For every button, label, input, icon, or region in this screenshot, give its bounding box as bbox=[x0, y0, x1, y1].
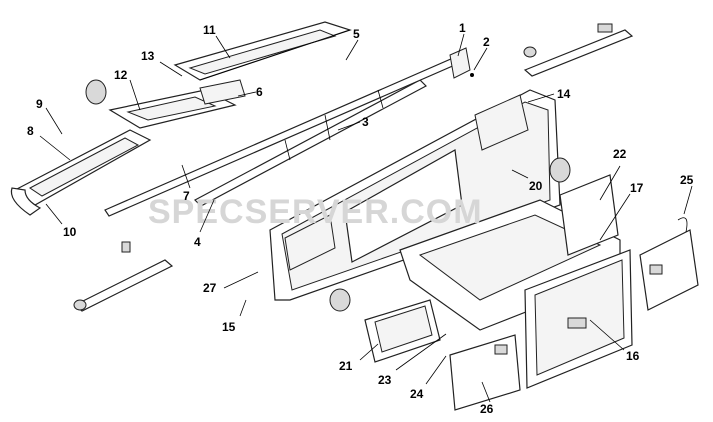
callout-7: 7 bbox=[181, 164, 191, 203]
callout-24: 24 bbox=[410, 355, 447, 401]
callout-label-24: 24 bbox=[410, 387, 424, 401]
callout-15: 15 bbox=[222, 299, 247, 334]
callout-label-15: 15 bbox=[222, 320, 236, 334]
callout-23: 23 bbox=[378, 333, 447, 387]
part-26-small-access-door bbox=[449, 334, 521, 411]
watermark-text: SPECSERVER.COM bbox=[148, 193, 483, 231]
callout-label-22: 22 bbox=[613, 147, 627, 161]
callout-label-6: 6 bbox=[256, 85, 263, 99]
trim-strip-upper-right bbox=[523, 23, 634, 77]
callout-label-2: 2 bbox=[483, 35, 490, 49]
part-3-support-rail bbox=[104, 54, 465, 217]
callout-label-14: 14 bbox=[557, 87, 571, 101]
part-11-upper-trim-panel bbox=[173, 21, 352, 81]
callout-label-3: 3 bbox=[362, 115, 369, 129]
callout-label-12: 12 bbox=[114, 68, 128, 82]
callout-14: 14 bbox=[527, 87, 571, 103]
callout-label-1: 1 bbox=[459, 21, 466, 35]
callout-20: 20 bbox=[511, 169, 543, 193]
callout-10: 10 bbox=[45, 203, 77, 239]
part-8-side-trim-panel bbox=[10, 129, 152, 216]
callout-label-9: 9 bbox=[36, 97, 43, 111]
callout-label-17: 17 bbox=[630, 181, 644, 195]
grille-speaker-left bbox=[85, 79, 107, 105]
callout-label-7: 7 bbox=[183, 189, 190, 203]
callout-label-25: 25 bbox=[680, 173, 694, 187]
callout-4: 4 bbox=[194, 199, 215, 249]
callout-6: 6 bbox=[237, 85, 263, 99]
part-21-side-bin bbox=[364, 299, 441, 363]
callout-22: 22 bbox=[599, 147, 627, 201]
part-22-storage-compartment bbox=[399, 174, 621, 331]
callout-21: 21 bbox=[339, 343, 379, 373]
part-1-mount-bracket bbox=[449, 47, 474, 79]
callout-label-5: 5 bbox=[353, 27, 360, 41]
callout-16: 16 bbox=[589, 319, 640, 363]
callout-13: 13 bbox=[141, 49, 183, 77]
callout-27: 27 bbox=[203, 271, 259, 295]
part-20-speaker-grille bbox=[329, 157, 571, 312]
callout-2: 2 bbox=[473, 35, 490, 71]
callout-9: 9 bbox=[36, 97, 63, 135]
callout-label-26: 26 bbox=[480, 402, 494, 416]
part-13-bracket bbox=[199, 79, 246, 105]
callout-label-8: 8 bbox=[27, 124, 34, 138]
callout-label-27: 27 bbox=[203, 281, 217, 295]
callout-12: 12 bbox=[114, 68, 141, 111]
callout-label-21: 21 bbox=[339, 359, 353, 373]
part-16-storage-lid bbox=[524, 249, 633, 389]
callout-8: 8 bbox=[27, 124, 71, 161]
callout-label-23: 23 bbox=[378, 373, 392, 387]
callout-3: 3 bbox=[337, 115, 369, 131]
callout-11: 11 bbox=[203, 23, 231, 59]
callout-label-16: 16 bbox=[626, 349, 640, 363]
callout-label-13: 13 bbox=[141, 49, 155, 63]
part-14-rear-wall-panel bbox=[269, 89, 561, 301]
part-25-access-door bbox=[639, 217, 699, 311]
callout-25: 25 bbox=[680, 173, 694, 215]
callout-1: 1 bbox=[457, 21, 466, 57]
callout-label-20: 20 bbox=[529, 179, 543, 193]
callout-label-10: 10 bbox=[63, 225, 77, 239]
trim-strip-lower-left bbox=[73, 241, 174, 312]
callout-label-4: 4 bbox=[194, 235, 201, 249]
callout-label-11: 11 bbox=[203, 23, 216, 37]
callout-26: 26 bbox=[480, 381, 494, 416]
callout-17: 17 bbox=[599, 181, 644, 241]
callout-5: 5 bbox=[345, 27, 360, 61]
